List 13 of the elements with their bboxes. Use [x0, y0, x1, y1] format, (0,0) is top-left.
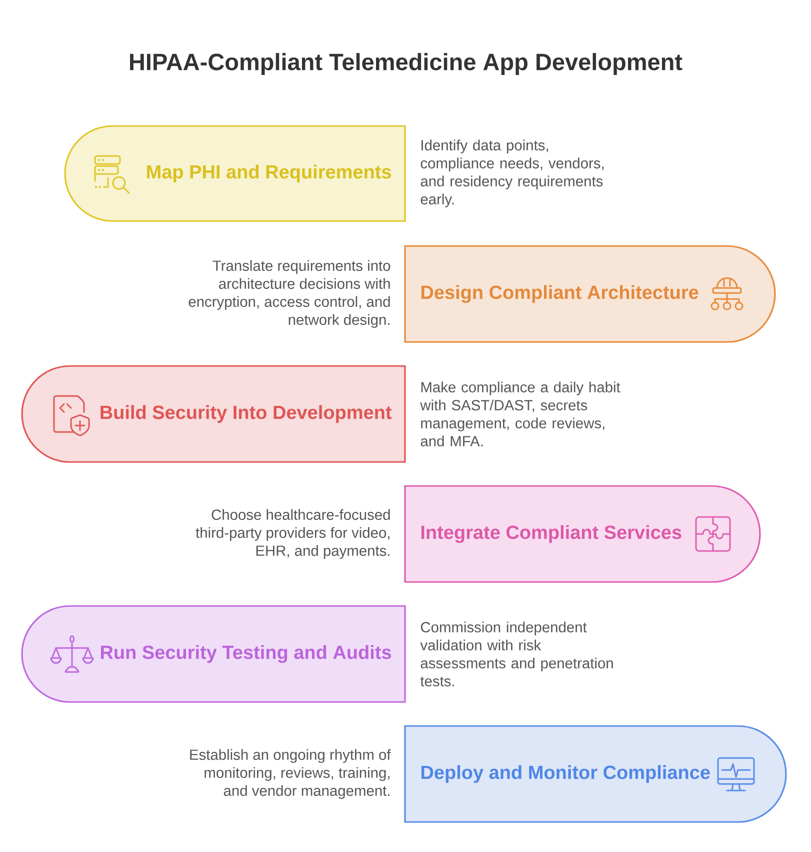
step-band: Design Compliant Architecture [404, 245, 776, 343]
description-text: Establish an ongoing rhythm of monitoring, reviews, training, and vendor management. [190, 749, 391, 799]
description-text: Identify data points, compliance needs, vendors, and residency requirements early. [420, 140, 604, 208]
description-text: Make compliance a daily habit with SAST/DAST, secrets management, code reviews, and MFA. [420, 382, 620, 446]
step-band: Map PHI and Requirements [64, 125, 406, 222]
description-text: Commission independent validation with risk assessments and penetration tests. [420, 622, 613, 686]
step-band: Integrate Compliant Services [404, 485, 761, 583]
step-band: Run Security Testing and Audits [21, 605, 406, 703]
step-band: Deploy and Monitor Compliance [404, 725, 787, 823]
description-text: Translate requirements into architecture decisions with encryption, access control, and network design. [188, 260, 390, 328]
step-band: Build Security Into Development [21, 365, 406, 463]
diagram-title: HIPAA-Compliant Telemedicine App Development [130, 53, 682, 75]
description-text: Choose healthcare-focused third-party providers for video, EHR, and payments. [196, 509, 390, 559]
